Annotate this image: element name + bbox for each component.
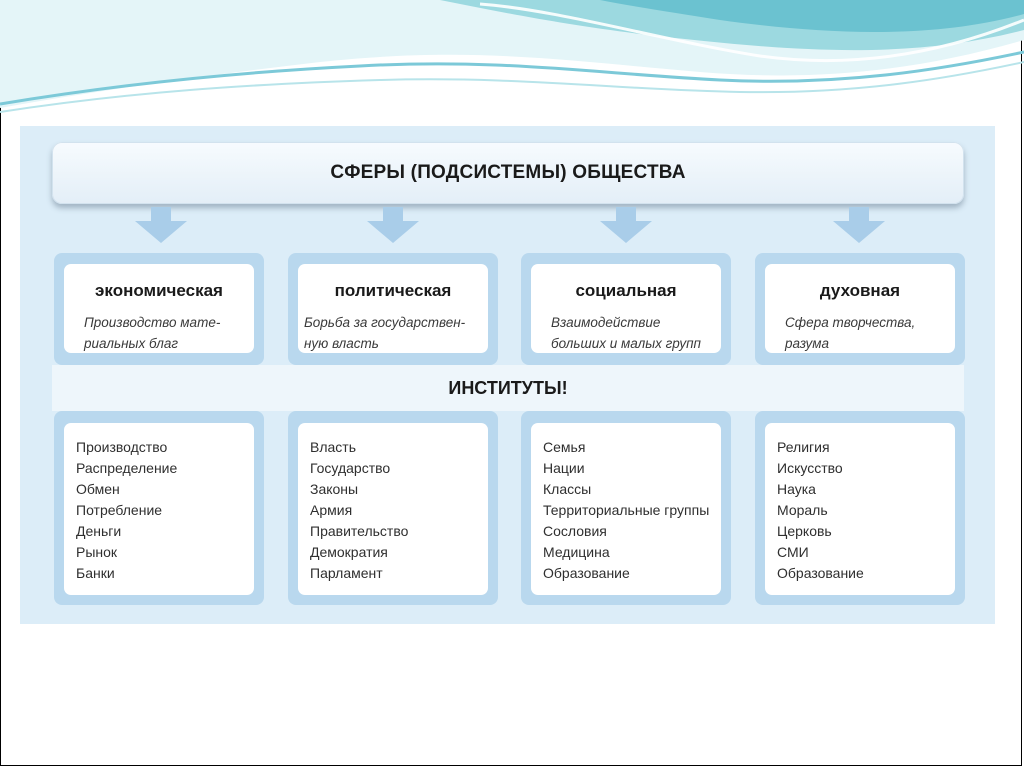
sphere-title: духовная (819, 281, 901, 300)
diagram-title: СФЕРЫ (ПОДСИСТЕМЫ) ОБЩЕСТВА (330, 162, 686, 183)
institute-item: Религия (777, 439, 830, 455)
wave-header-decoration (0, 0, 1024, 113)
institute-item: Парламент (310, 565, 383, 581)
institute-item: Обмен (76, 481, 120, 497)
sphere-title: социальная (575, 281, 677, 300)
institutes-economic: Производство Распределение Обмен Потребл… (54, 411, 264, 605)
institute-item: Наука (777, 481, 816, 497)
institute-item: Законы (310, 481, 359, 497)
sphere-description-line: риальных благ (84, 336, 179, 351)
institute-item: Правительство (310, 523, 409, 539)
sphere-description: Взаимодействие больших и малых групп (551, 312, 721, 354)
institute-item: Классы (543, 481, 592, 497)
sphere-description-line: Сфера творчества, (785, 315, 916, 330)
institute-item: Распределение (76, 460, 178, 476)
institutes-card: Власть Государство Законы Армия Правител… (298, 423, 488, 595)
institutes-list: Производство Распределение Обмен Потребл… (76, 437, 254, 584)
institute-item: Власть (310, 439, 356, 455)
institute-item: Образование (777, 565, 864, 581)
sphere-title: политическая (334, 281, 452, 300)
institute-item: Мораль (777, 502, 828, 518)
sphere-economic: экономическая Производство мате- риальны… (54, 253, 264, 365)
sphere-description-line: Взаимодействие (551, 315, 661, 330)
institute-item: Образование (543, 565, 630, 581)
title-bar: СФЕРЫ (ПОДСИСТЕМЫ) ОБЩЕСТВА (52, 142, 964, 204)
institute-item: Деньги (76, 523, 122, 539)
institute-item: Семья (543, 439, 586, 455)
institute-item: Демократия (310, 544, 388, 560)
sphere-card: экономическая Производство мате- риальны… (64, 264, 254, 353)
down-arrow-icon (833, 207, 885, 243)
institutes-band: ИНСТИТУТЫ! (52, 365, 964, 411)
institute-item: Армия (310, 502, 353, 518)
institutes-list: Религия Искусство Наука Мораль Церковь С… (777, 437, 955, 584)
institutes-card: Производство Распределение Обмен Потребл… (64, 423, 254, 595)
institute-item: Рынок (76, 544, 118, 560)
sphere-card: духовная Сфера творчества, разума (765, 264, 955, 353)
institutes-social: Семья Нации Классы Территориальные групп… (521, 411, 731, 605)
institute-item: Церковь (777, 523, 832, 539)
institute-item: Государство (310, 460, 391, 476)
institutes-card: Религия Искусство Наука Мораль Церковь С… (765, 423, 955, 595)
institutes-political: Власть Государство Законы Армия Правител… (288, 411, 498, 605)
sphere-description: Производство мате- риальных благ (84, 312, 254, 354)
institutes-list: Семья Нации Классы Территориальные групп… (543, 437, 721, 584)
institute-item: Территориальные группы (543, 502, 710, 518)
institutes-list: Власть Государство Законы Армия Правител… (310, 437, 488, 584)
institute-item: Производство (76, 439, 168, 455)
sphere-political: политическая Борьба за государствен- ную… (288, 253, 498, 365)
institute-item: Медицина (543, 544, 610, 560)
sphere-description: Сфера творчества, разума (785, 312, 955, 354)
sphere-description-line: Производство мате- (84, 315, 221, 330)
sphere-spiritual: духовная Сфера творчества, разума (755, 253, 965, 365)
institute-item: Потребление (76, 502, 163, 518)
institutes-heading: ИНСТИТУТЫ! (448, 377, 568, 398)
sphere-card: социальная Взаимодействие больших и малы… (531, 264, 721, 353)
institutes-card: Семья Нации Классы Территориальные групп… (531, 423, 721, 595)
institute-item: Сословия (543, 523, 607, 539)
sphere-description-line: ную власть (304, 336, 379, 351)
down-arrow-icon (135, 207, 187, 243)
sphere-title: экономическая (95, 281, 223, 300)
sphere-card: политическая Борьба за государствен- ную… (298, 264, 488, 353)
down-arrow-icon (367, 207, 419, 243)
sphere-description: Борьба за государствен- ную власть (304, 312, 474, 354)
institutes-spiritual: Религия Искусство Наука Мораль Церковь С… (755, 411, 965, 605)
sphere-description-line: больших и малых групп (551, 336, 701, 351)
institute-item: Искусство (777, 460, 843, 476)
institute-item: СМИ (777, 544, 809, 560)
sphere-description-line: Борьба за государствен- (304, 315, 466, 330)
down-arrow-icon (600, 207, 652, 243)
institute-item: Банки (76, 565, 115, 581)
institute-item: Нации (543, 460, 585, 476)
sphere-description-line: разума (785, 336, 830, 351)
sphere-social: социальная Взаимодействие больших и малы… (521, 253, 731, 365)
